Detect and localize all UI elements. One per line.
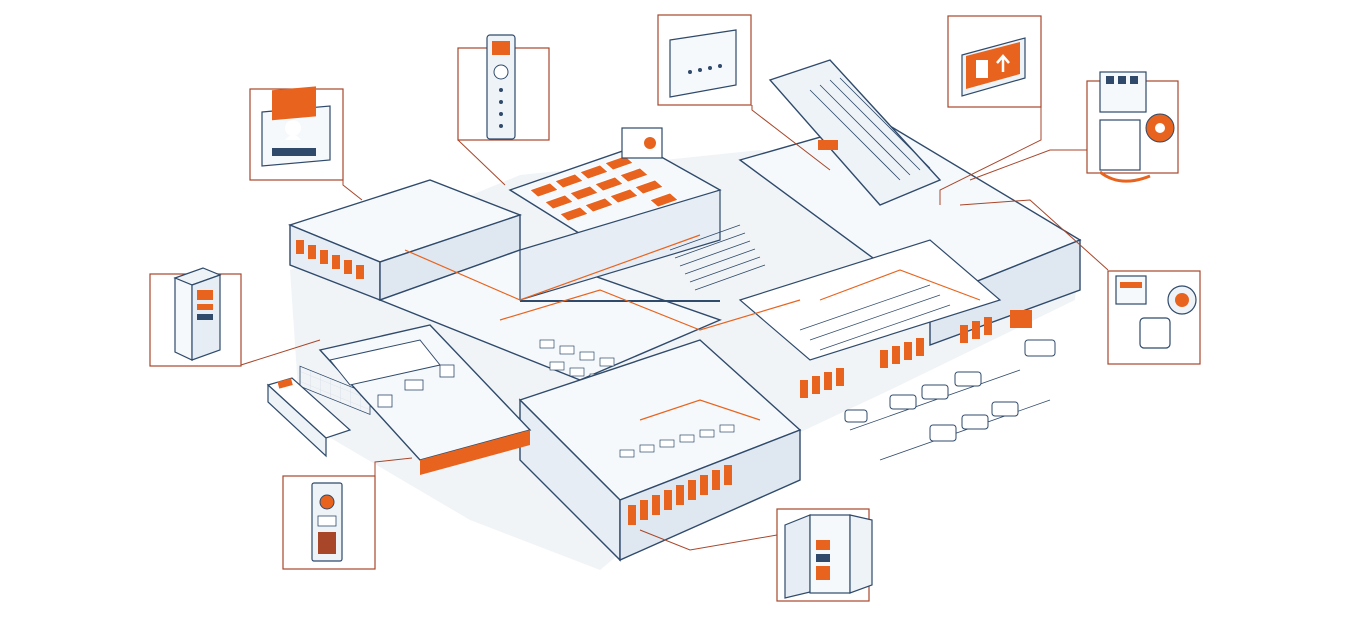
parking-lot bbox=[844, 339, 1056, 461]
left-wing-windows bbox=[296, 240, 364, 279]
callout-leader-lines bbox=[240, 100, 1109, 551]
electrical-cabinet-icon bbox=[784, 514, 873, 599]
lower-windows bbox=[628, 465, 732, 525]
callout-thermostat-panel[interactable] bbox=[657, 0, 752, 106]
socket-breaker-icon bbox=[1099, 71, 1175, 183]
left-wing-classrooms bbox=[287, 179, 523, 416]
exit-sign-icon bbox=[961, 37, 1026, 97]
central-stairs bbox=[669, 224, 766, 291]
cafeteria-tables bbox=[619, 424, 735, 458]
central-block bbox=[378, 189, 766, 411]
keypad-panel-icon bbox=[486, 34, 516, 140]
entrance-canopy bbox=[318, 324, 532, 475]
callout-door-entry-panel[interactable] bbox=[282, 475, 376, 570]
library-shelves bbox=[809, 77, 931, 181]
lower-block-cafeteria bbox=[518, 339, 802, 562]
callout-power-distribution[interactable] bbox=[1086, 71, 1179, 183]
right-wing-windows bbox=[800, 310, 1032, 398]
switch-sensor-icon bbox=[1115, 275, 1197, 349]
callout-server-rack-cabinet[interactable] bbox=[149, 267, 242, 367]
video-intercom-monitor-icon bbox=[261, 86, 331, 167]
hall-rows bbox=[799, 284, 951, 351]
cabling-network bbox=[404, 234, 981, 421]
roof-solar-array bbox=[508, 127, 722, 241]
isometric-building bbox=[266, 59, 1082, 570]
door-station-icon bbox=[311, 482, 343, 562]
running-man-exit-arrow-icon bbox=[976, 54, 1010, 78]
rack-cabinet-icon bbox=[173, 267, 222, 361]
right-wing-workshops bbox=[738, 59, 1082, 398]
callout-light-switch-sensor[interactable] bbox=[1107, 270, 1201, 365]
callout-electrical-cabinet[interactable] bbox=[776, 508, 873, 602]
thermostat-icon bbox=[669, 29, 737, 98]
school-bus bbox=[266, 377, 352, 458]
solar-panels bbox=[529, 155, 679, 222]
callout-room-control-keypad[interactable] bbox=[457, 34, 550, 141]
callout-emergency-exit-sign[interactable] bbox=[947, 15, 1042, 108]
callout-video-intercom-monitor[interactable] bbox=[249, 86, 344, 181]
